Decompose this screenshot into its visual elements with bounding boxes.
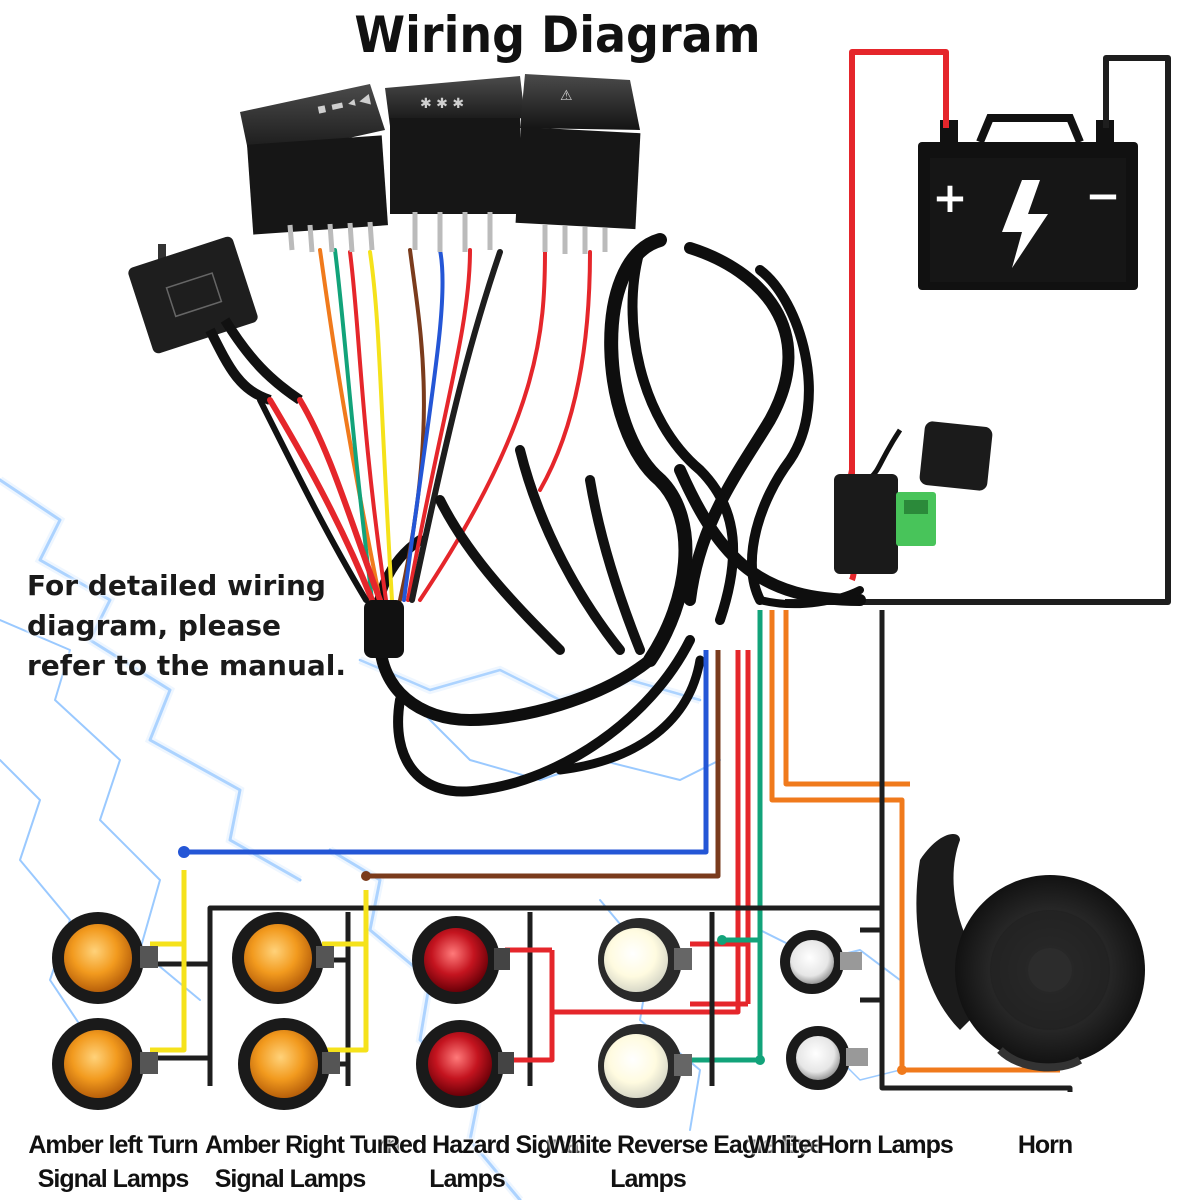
white-horn-lamps — [780, 930, 868, 1090]
label-white-reverse-line-2: Lamps — [610, 1165, 687, 1193]
fuse-body — [834, 474, 898, 574]
label-white-reverse: White Reverse Eagle Eye Lamps — [548, 1128, 823, 1196]
flasher-relay — [128, 236, 303, 405]
label-red-hazard: Red Hazard Signal Lamps — [382, 1128, 586, 1196]
label-amber-right-line-1: Amber Right Turn — [205, 1131, 401, 1159]
label-amber-left-line-2: Signal Lamps — [37, 1165, 190, 1193]
label-white-horn-line-1: White Horn Lamps — [748, 1131, 954, 1159]
label-white-reverse-line-1: White Reverse Eagle Eye — [548, 1131, 823, 1159]
label-amber-right-line-2: Signal Lamps — [214, 1165, 367, 1193]
battery-minus-sign: − — [1085, 171, 1120, 220]
label-red-hazard-line-2: Lamps — [429, 1165, 506, 1193]
svg-text:⚠: ⚠ — [560, 88, 573, 104]
battery-plus-sign: + — [932, 173, 967, 222]
horn — [916, 834, 1145, 1072]
main-harness — [372, 233, 866, 797]
red-hazard-signal-lamps — [412, 916, 514, 1108]
blue-wire — [184, 650, 709, 855]
label-amber-left-turn: Amber left Turn Signal Lamps — [28, 1128, 198, 1196]
rocker-switches: ▪ ▬ ◂ ◀ ✱ ✱ ✱ ⚠ — [240, 74, 641, 254]
rocker-switch-2: ✱ ✱ ✱ — [385, 76, 525, 252]
manual-note-line-2: diagram, please — [27, 609, 282, 642]
amber-left-turn-lamps — [52, 912, 158, 1110]
manual-note-line-3: refer to the manual. — [27, 649, 347, 682]
label-horn-line-1: Horn — [1017, 1131, 1073, 1159]
red-positive-wire — [849, 49, 949, 478]
label-amber-right-turn: Amber Right Turn Signal Lamps — [205, 1128, 401, 1196]
inline-fuse-holder — [834, 421, 993, 582]
label-amber-left-line-1: Amber left Turn — [28, 1131, 198, 1159]
brown-wire — [366, 650, 721, 879]
orange-wire — [769, 610, 1060, 1073]
label-white-horn-lamps: White Horn Lamps — [748, 1128, 954, 1162]
diagram-title: Wiring Diagram — [354, 6, 761, 64]
svg-text:✱ ✱ ✱: ✱ ✱ ✱ — [420, 96, 464, 112]
amber-right-turn-lamps — [232, 912, 340, 1110]
manual-note-line-1: For detailed wiring — [27, 569, 326, 602]
lamp-wires — [150, 610, 1073, 1092]
lightning-bolt-icon — [1002, 180, 1048, 268]
label-red-hazard-line-1: Red Hazard Signal — [382, 1131, 586, 1159]
battery-wires — [785, 49, 1171, 605]
switch-wires — [257, 248, 645, 655]
manual-note: For detailed wiring diagram, please refe… — [27, 566, 367, 686]
fuse-cap — [919, 421, 993, 491]
red-lamp-wire — [552, 650, 741, 1015]
battery: + − — [918, 114, 1138, 290]
battery-handle — [976, 114, 1084, 144]
black-ground-wire — [879, 610, 1073, 1092]
lightning-glow — [0, 476, 702, 1200]
black-negative-wire — [785, 55, 1171, 605]
yellow-wire — [150, 870, 187, 1053]
rocker-switch-3: ⚠ — [515, 74, 641, 254]
rocker-switch-1: ▪ ▬ ◂ ◀ — [240, 84, 388, 253]
white-reverse-eagle-eye-lamps — [598, 918, 692, 1108]
harness-sleeve — [364, 600, 404, 658]
battery-right-terminal — [1096, 120, 1114, 142]
label-horn: Horn — [990, 1128, 1100, 1162]
